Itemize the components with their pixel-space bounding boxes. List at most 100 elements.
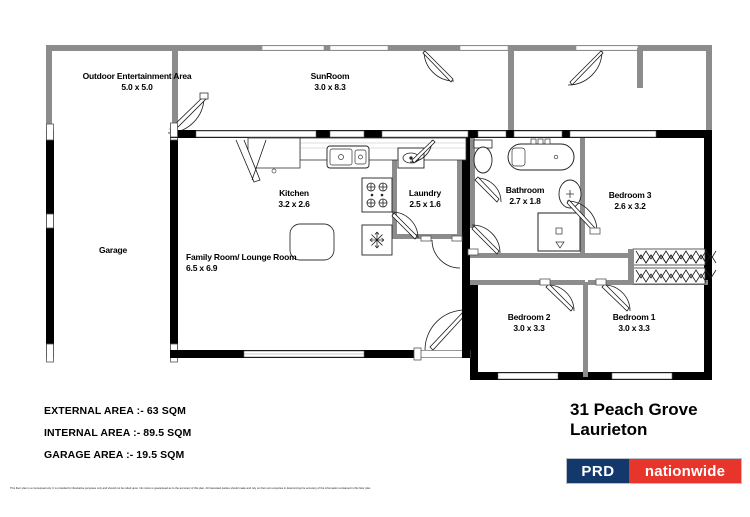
prd-nationwide-logo[interactable]: PRD nationwide — [566, 458, 742, 484]
logo-text-nationwide: nationwide — [629, 459, 741, 483]
window — [459, 45, 509, 51]
window — [261, 45, 325, 51]
room-name: Family Room/ Lounge Room — [186, 252, 297, 262]
door-swing — [471, 224, 501, 254]
door-leaf — [545, 283, 574, 312]
area-summary: EXTERNAL AREA :- 63 SQM INTERNAL AREA :-… — [44, 400, 344, 466]
room-name: Garage — [98, 245, 128, 255]
bathtub-drain — [553, 154, 559, 160]
wall-outdoor-divider — [172, 45, 178, 133]
wall-garage-right — [170, 130, 178, 358]
address-line-1: 31 Peach Grove — [570, 400, 698, 419]
property-address: 31 Peach Grove Laurieton — [570, 400, 745, 440]
wall-main-top — [170, 130, 470, 138]
room-dimensions: 2.6 x 3.2 — [614, 201, 646, 211]
room-name: Bedroom 3 — [608, 190, 652, 200]
room-label-bedroom2: Bedroom 2 3.0 x 3.3 — [491, 312, 567, 334]
sink-basin — [329, 148, 353, 166]
room-name: Bathroom — [505, 185, 545, 195]
room-dimensions: 2.7 x 1.8 — [509, 196, 541, 206]
bathtub-seat — [511, 147, 526, 167]
wall-back-divider — [508, 48, 514, 138]
door-leaf — [429, 310, 468, 351]
room-label-garage: Garage — [78, 245, 148, 256]
door-leaf — [422, 50, 454, 83]
window — [575, 45, 639, 51]
door-swing — [567, 50, 603, 86]
wall-outdoor-top — [46, 45, 176, 51]
pier — [46, 213, 54, 229]
room-dimensions: 3.2 x 2.6 — [278, 199, 310, 209]
robe-end-wall — [628, 249, 634, 284]
window — [569, 130, 657, 138]
wall-lower-right-left — [470, 280, 478, 380]
room-label-bathroom: Bathroom 2.7 x 1.8 — [487, 185, 563, 207]
door-jamb — [595, 278, 607, 286]
window — [329, 45, 389, 51]
room-dimensions: 6.5 x 6.9 — [186, 263, 218, 273]
disclaimer-text: This floor plan is a conceptual only. It… — [10, 487, 372, 490]
internal-area: INTERNAL AREA :- 89.5 SQM — [44, 427, 192, 439]
wall-main-right — [704, 130, 712, 380]
sink-drain — [338, 154, 344, 160]
cooktop-burners — [366, 182, 388, 208]
door-jamb — [420, 235, 432, 242]
garage-area: GARAGE AREA :- 19.5 SQM — [44, 449, 185, 461]
door-jamb — [413, 347, 422, 361]
window — [497, 372, 559, 380]
door-swing — [566, 200, 598, 232]
wall-bathroom-right — [580, 138, 585, 256]
window — [195, 130, 317, 138]
door-swing — [424, 309, 466, 351]
shower-waste — [555, 241, 565, 249]
room-dimensions: 3.0 x 3.3 — [618, 323, 650, 333]
door-swing — [547, 284, 575, 312]
wall-laundry-left — [392, 138, 397, 238]
wall-family-right-lower — [462, 263, 470, 358]
window — [329, 130, 365, 138]
room-label-sunroom: SunRoom 3.0 x 8.3 — [250, 71, 410, 93]
room-name: SunRoom — [310, 71, 350, 81]
room-name: Outdoor Entertainment Area — [82, 71, 192, 81]
door-swing — [391, 211, 419, 239]
door-leaf — [569, 50, 604, 86]
wall-right-light — [706, 45, 712, 141]
sink-drain — [358, 154, 363, 160]
room-label-outdoor: Outdoor Entertainment Area 5.0 x 5.0 — [52, 71, 222, 93]
wall-bedroom3-bottom — [585, 253, 635, 258]
fridge-snowflake-icon — [369, 231, 385, 249]
kitchen-bench — [299, 137, 467, 161]
cooktop — [361, 177, 393, 213]
door-jamb — [451, 235, 463, 242]
opening-indicator — [235, 139, 261, 183]
room-name: Kitchen — [279, 188, 309, 198]
room-dimensions: 3.0 x 3.3 — [513, 323, 545, 333]
door-leaf — [474, 176, 500, 203]
wall-garage-left — [46, 130, 54, 358]
wall-back-divider-2 — [637, 48, 643, 88]
door-leaf — [471, 225, 500, 255]
room-dimensions: 3.0 x 8.3 — [314, 82, 346, 92]
garage-pier — [46, 123, 54, 141]
wall-family-right-upper — [462, 138, 470, 263]
kitchen-cabinet — [247, 137, 301, 169]
window — [477, 130, 507, 138]
window — [513, 130, 563, 138]
robe-zigzag-lower — [635, 254, 707, 283]
door-jamb — [589, 227, 601, 235]
external-area: EXTERNAL AREA :- 63 SQM — [44, 405, 186, 417]
window — [611, 372, 673, 380]
shower-head — [555, 227, 563, 235]
room-label-bedroom3: Bedroom 3 2.6 x 3.2 — [594, 190, 666, 212]
room-dimensions: 5.0 x 5.0 — [121, 82, 153, 92]
pier — [170, 122, 178, 138]
door-leaf — [411, 139, 436, 164]
wall-bedroom2-top — [470, 280, 585, 285]
garage-pier — [46, 343, 54, 363]
wall-bathroom-bottom — [470, 253, 585, 258]
bathtub-taps — [530, 138, 551, 145]
door-jamb — [539, 278, 551, 286]
wardrobe-robe — [632, 267, 706, 285]
room-label-laundry: Laundry 2.5 x 1.6 — [390, 188, 460, 210]
window — [381, 130, 469, 138]
